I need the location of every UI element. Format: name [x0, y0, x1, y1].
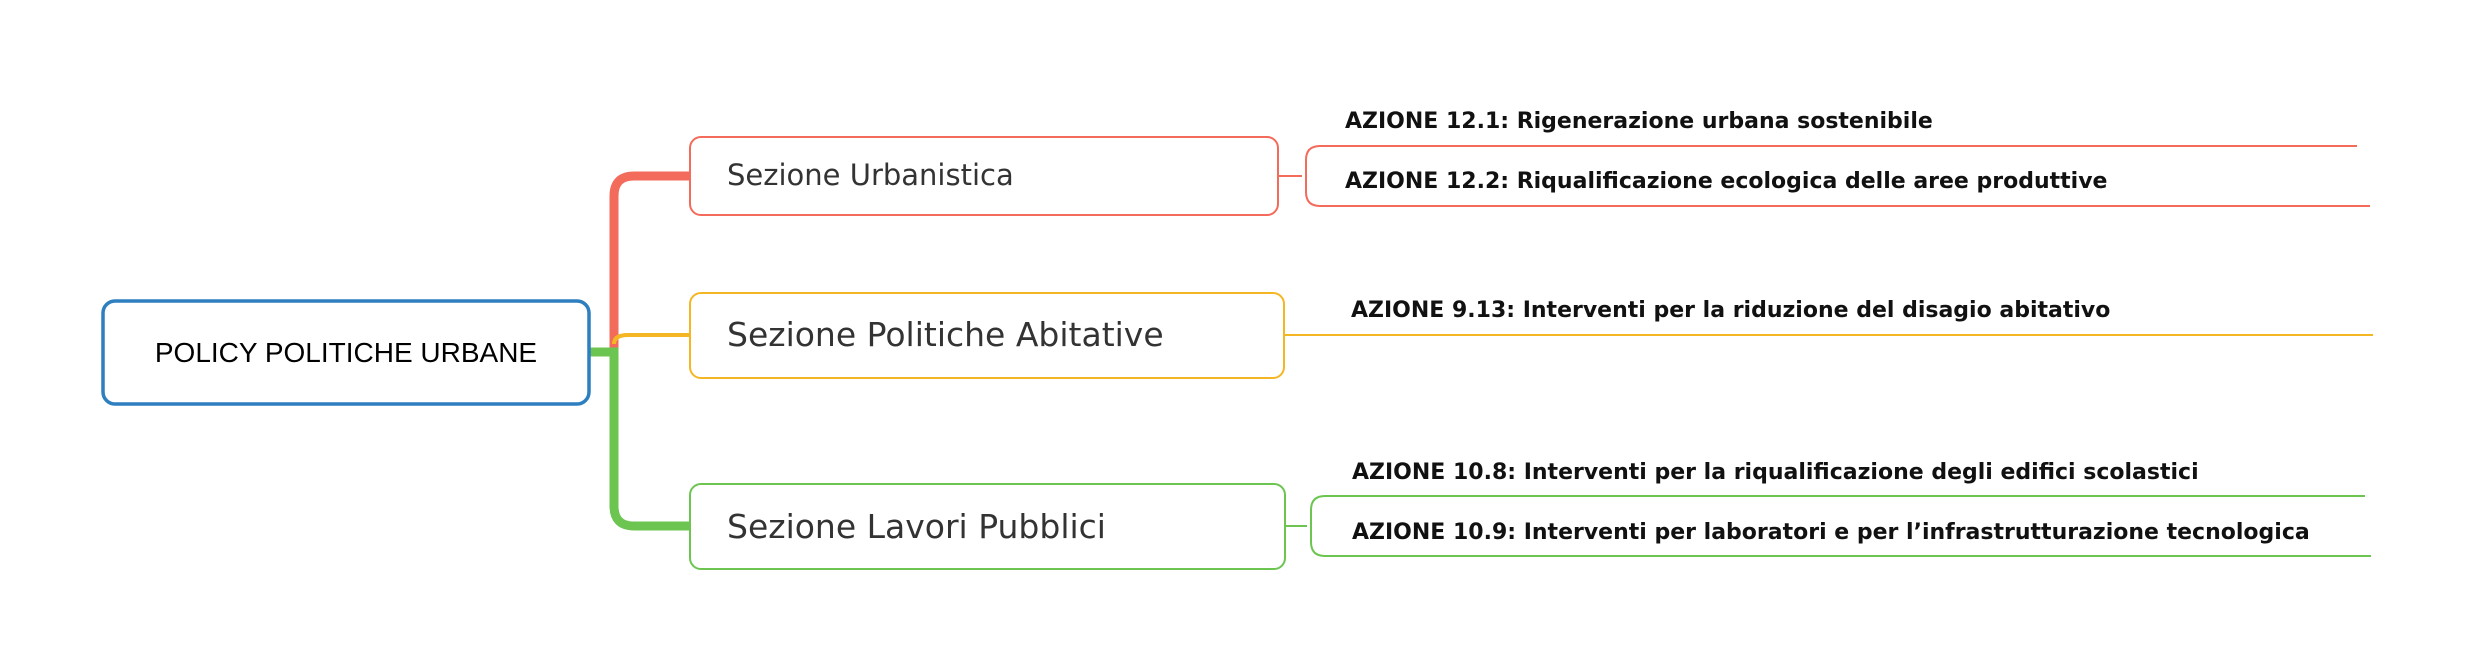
leaf-azione-9-13[interactable]: AZIONE 9.13: Interventi per la riduzione… [1351, 298, 2110, 323]
connector-trunk [588, 171, 690, 531]
leaf-bracket-urbanistica [1278, 145, 1321, 207]
connector-politiche-abitative [612, 333, 690, 345]
connector-lavori-pubblici [592, 347, 690, 531]
branch-lavori-pubblici[interactable]: Sezione Lavori Pubblici [689, 483, 1286, 570]
branch-urbanistica[interactable]: Sezione Urbanistica [689, 136, 1279, 216]
connector-urbanistica [592, 171, 690, 357]
branch-politiche-abitative[interactable]: Sezione Politiche Abitative [689, 292, 1285, 379]
leaf-azione-12-2[interactable]: AZIONE 12.2: Riqualificazione ecologica … [1345, 169, 2107, 194]
leaf-azione-10-8[interactable]: AZIONE 10.8: Interventi per la riqualifi… [1352, 460, 2199, 485]
leaf-bracket-lavori-pubblici [1285, 495, 1326, 557]
leaf-azione-12-1[interactable]: AZIONE 12.1: Rigenerazione urbana sosten… [1345, 109, 1933, 134]
leaf-azione-10-9[interactable]: AZIONE 10.9: Interventi per laboratori e… [1352, 520, 2310, 545]
branch-politiche-abitative-label: Sezione Politiche Abitative [727, 315, 1164, 354]
root-node-label: POLICY POLITICHE URBANE [155, 337, 537, 368]
leaf-connectors-urbanistica [1278, 145, 2370, 207]
root-node-box [101, 299, 591, 406]
branch-urbanistica-label: Sezione Urbanistica [727, 158, 1014, 192]
branch-lavori-pubblici-label: Sezione Lavori Pubblici [727, 507, 1106, 546]
leaf-connectors-lavori-pubblici [1285, 495, 2371, 557]
root-node[interactable]: POLICY POLITICHE URBANE [101, 299, 591, 406]
